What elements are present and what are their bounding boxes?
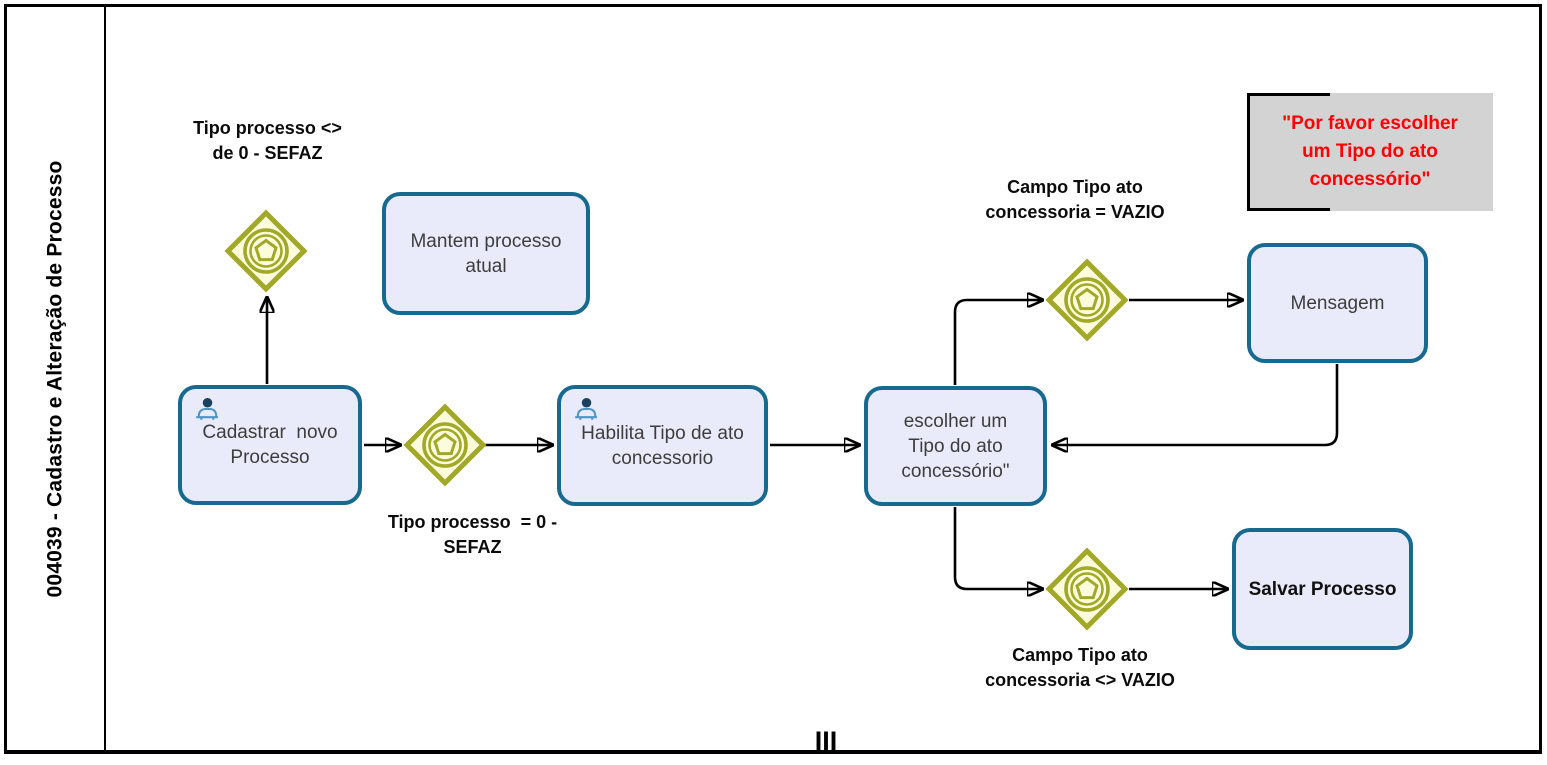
annotation-bracket xyxy=(1247,208,1330,211)
user-icon xyxy=(196,397,218,420)
label-campo-vazio: Campo Tipo ato concessoria = VAZIO xyxy=(985,177,1165,222)
task-label: Mantem processo atual xyxy=(410,230,562,277)
pool-bottom-marker: III xyxy=(814,726,838,756)
task-mensagem[interactable]: Mensagem xyxy=(1247,243,1428,363)
event-gateway-campo-vazio[interactable] xyxy=(1045,258,1129,342)
event-gateway-tipo-igual[interactable] xyxy=(403,403,487,487)
label-tipo-processo-diferente: Tipo processo <> de 0 - SEFAZ xyxy=(193,118,342,163)
task-label: Cadastrar novo Processo xyxy=(202,422,338,468)
task-cadastrar-processo[interactable]: Cadastrar novo Processo xyxy=(178,385,362,505)
annotation-bracket xyxy=(1247,93,1250,211)
pool-title: 004039 - Cadastro e Alteração de Process… xyxy=(43,160,66,598)
event-gateway-tipo-diferente[interactable] xyxy=(224,209,308,293)
task-mantem-processo[interactable]: Mantem processo atual xyxy=(382,192,590,315)
task-salvar-processo[interactable]: Salvar Processo xyxy=(1232,528,1413,650)
task-habilita-tipo-ato[interactable]: Habilita Tipo de ato concessorio xyxy=(557,385,768,506)
event-gateway-campo-nao-vazio[interactable] xyxy=(1045,547,1129,631)
annotation-por-favor-escolher[interactable]: "Por favor escolher um Tipo do ato conce… xyxy=(1247,93,1493,211)
label-tipo-processo-igual: Tipo processo = 0 - SEFAZ xyxy=(387,512,558,557)
pool-label-band: 004039 - Cadastro e Alteração de Process… xyxy=(6,6,104,752)
task-escolher-tipo-ato[interactable]: escolher um Tipo do ato concessório" xyxy=(864,386,1047,506)
user-icon xyxy=(575,397,597,420)
annotation-bracket xyxy=(1247,93,1330,96)
task-label: Salvar Processo xyxy=(1248,578,1397,600)
pool-label-divider xyxy=(104,4,106,754)
task-label: Habilita Tipo de ato concessorio xyxy=(581,422,744,469)
pool-boundary xyxy=(4,4,1542,754)
label-campo-nao-vazio: Campo Tipo ato concessoria <> VAZIO xyxy=(985,645,1175,690)
annotation-text: "Por favor escolher um Tipo do ato conce… xyxy=(1282,113,1458,190)
task-label: escolher um Tipo do ato concessório" xyxy=(901,410,1010,482)
task-label: Mensagem xyxy=(1290,292,1385,314)
